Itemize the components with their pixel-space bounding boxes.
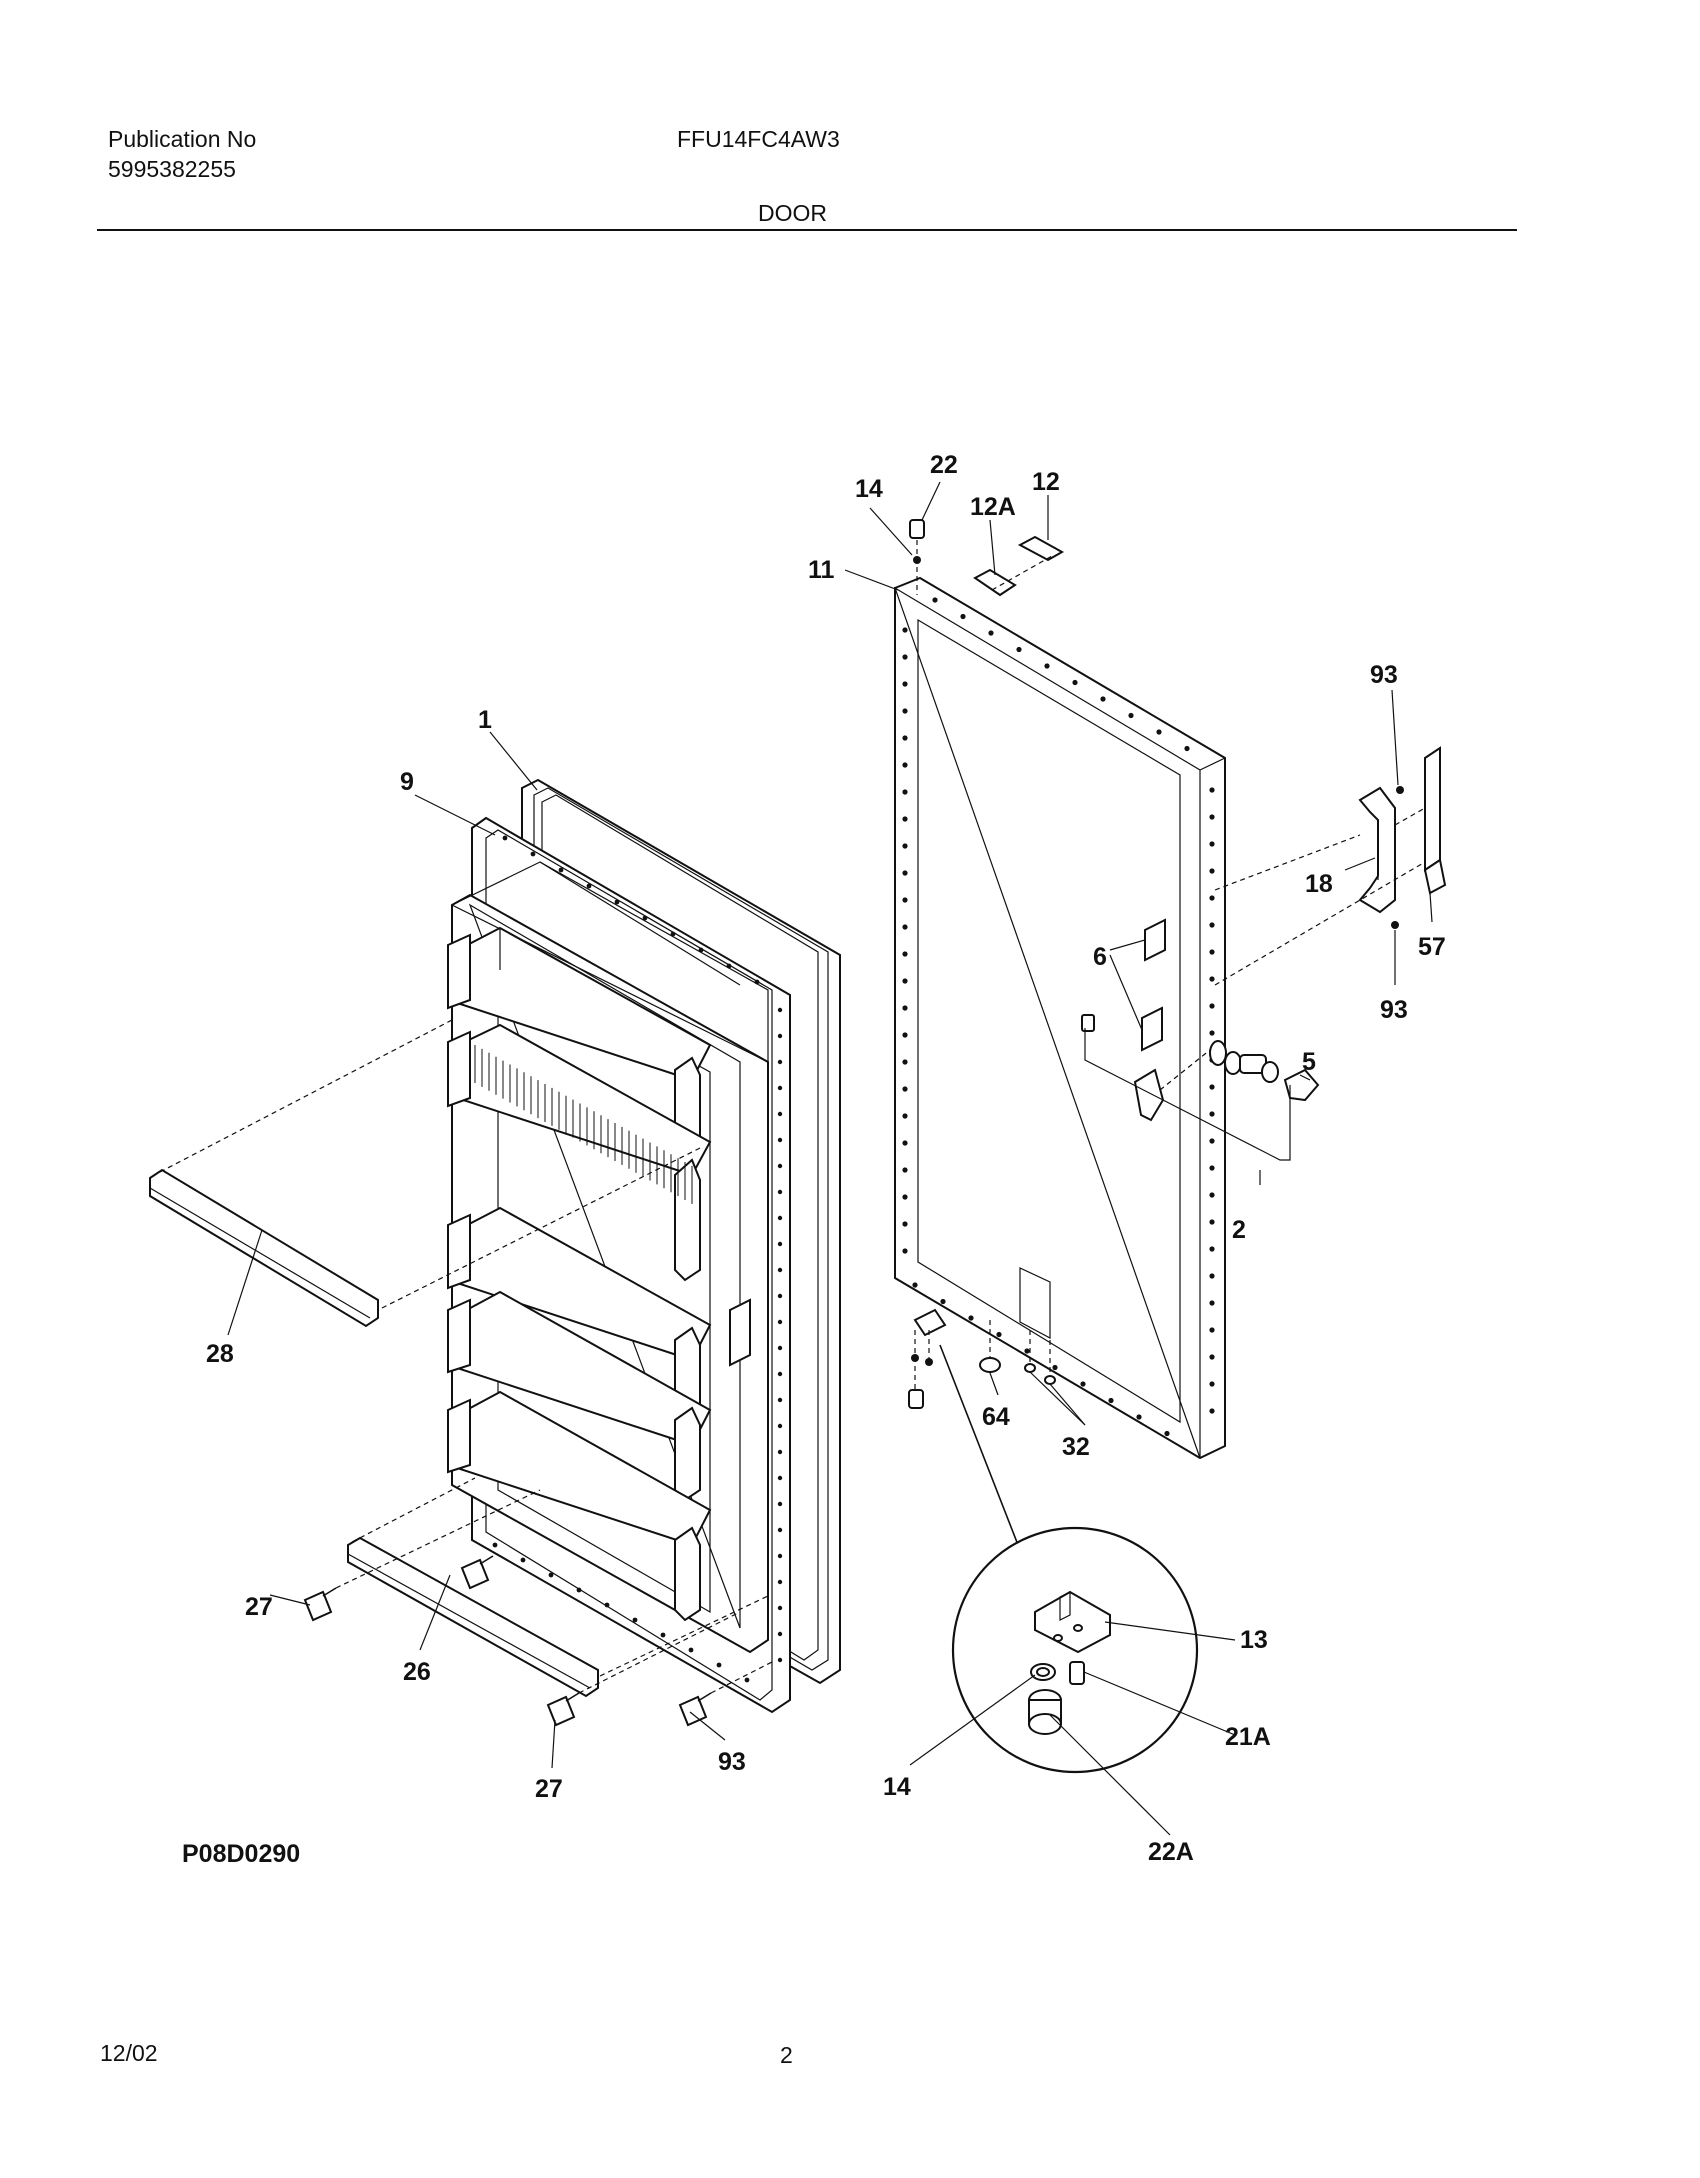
door-handle-18 bbox=[1358, 786, 1396, 914]
publication-number: 5995382255 bbox=[108, 156, 236, 182]
callout-32: 32 bbox=[1062, 1433, 1090, 1461]
callout-5: 5 bbox=[1302, 1048, 1316, 1076]
callout-22: 22 bbox=[930, 451, 958, 479]
screws-27-93 bbox=[303, 1555, 712, 1727]
figure-id: P08D0290 bbox=[182, 1840, 300, 1868]
callout-64: 64 bbox=[982, 1403, 1010, 1431]
callout-57: 57 bbox=[1418, 933, 1446, 961]
footer-date: 12/02 bbox=[100, 2040, 158, 2066]
callout-14-detail: 14 bbox=[883, 1773, 911, 1801]
door-outer-panel bbox=[893, 576, 1226, 1460]
hinge-detail-circle bbox=[939, 1344, 1199, 1774]
callout-93-right-bottom: 93 bbox=[1380, 996, 1408, 1024]
lock-assembly bbox=[1081, 1014, 1320, 1185]
callout-12: 12 bbox=[1032, 468, 1060, 496]
publication-label: Publication No bbox=[108, 126, 257, 152]
liner-screw-holes bbox=[492, 835, 783, 1683]
callout-27-lower: 27 bbox=[535, 1775, 563, 1803]
callout-13: 13 bbox=[1240, 1626, 1268, 1654]
handle-trim-57 bbox=[1423, 746, 1447, 895]
callout-6: 6 bbox=[1093, 943, 1107, 971]
page-number: 2 bbox=[780, 2042, 793, 2068]
callout-18: 18 bbox=[1305, 870, 1333, 898]
callout-22a: 22A bbox=[1148, 1838, 1194, 1866]
callout-12a: 12A bbox=[970, 493, 1016, 521]
panel-holes bbox=[902, 597, 1215, 1437]
callout-93-left: 93 bbox=[718, 1748, 746, 1776]
section-title: DOOR bbox=[758, 200, 827, 226]
callout-27-upper: 27 bbox=[245, 1593, 273, 1621]
shelf-bar-28 bbox=[149, 1168, 379, 1328]
handle-alignment-lines bbox=[1214, 807, 1426, 986]
callout-14-top: 14 bbox=[855, 475, 883, 503]
model-number: FFU14FC4AW3 bbox=[677, 126, 840, 152]
leader-lines bbox=[227, 481, 1433, 1836]
header-rule bbox=[97, 229, 1517, 231]
callout-93-right-top: 93 bbox=[1370, 661, 1398, 689]
callout-21a: 21A bbox=[1225, 1723, 1271, 1751]
top-hinge-parts bbox=[909, 519, 1065, 597]
callout-1: 1 bbox=[478, 706, 492, 734]
callout-28: 28 bbox=[206, 1340, 234, 1368]
bottom-hinge-parts bbox=[908, 1308, 1056, 1409]
callout-9: 9 bbox=[400, 768, 414, 796]
shelf-bar-26 bbox=[347, 1536, 599, 1698]
callout-11: 11 bbox=[808, 556, 835, 584]
left-alignment-lines bbox=[159, 1019, 773, 1694]
screw-93-top bbox=[1396, 786, 1404, 794]
callout-26: 26 bbox=[403, 1658, 431, 1686]
callout-2: 2 bbox=[1232, 1216, 1246, 1244]
door-shelves bbox=[447, 926, 751, 1622]
screw-93-bottom bbox=[1391, 921, 1399, 929]
